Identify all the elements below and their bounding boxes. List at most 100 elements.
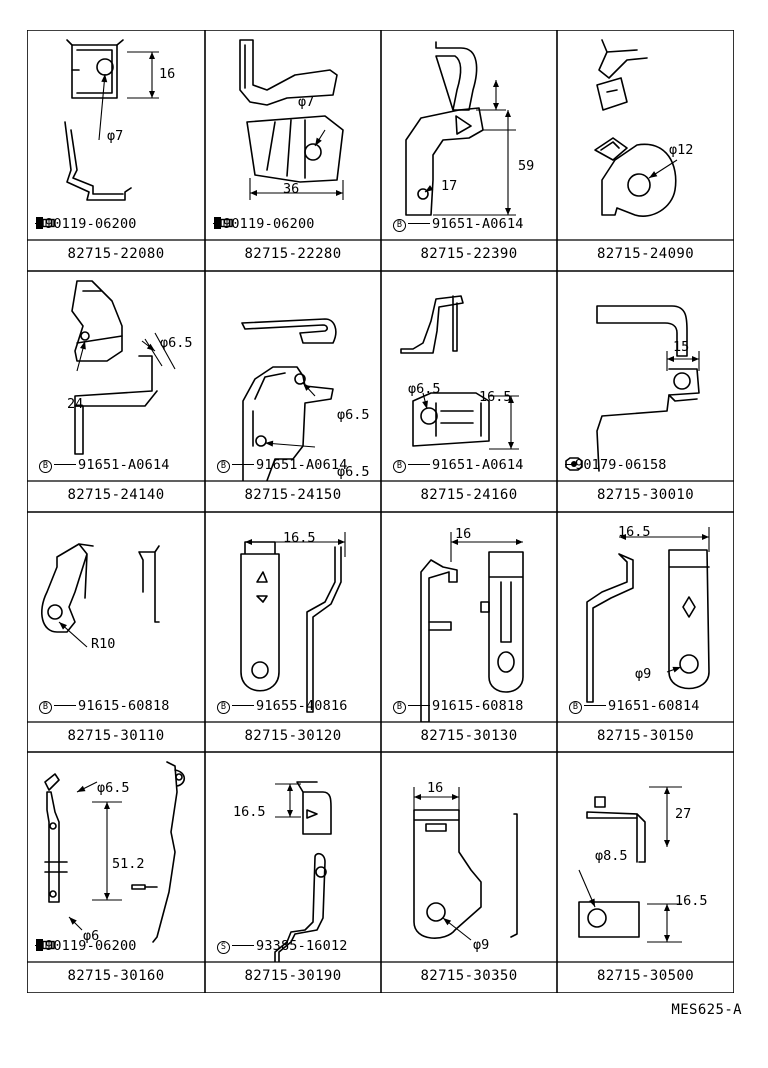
dimension-label: R10	[91, 636, 116, 652]
fastener-number: 90119-06200	[223, 216, 315, 232]
dimension-label: 16	[159, 66, 176, 82]
bracket-drawing	[413, 787, 518, 941]
part-number: 82715-30130	[420, 728, 518, 744]
dimension-label: φ6.5	[408, 381, 441, 397]
fastener-number: 91655-40816	[256, 698, 348, 714]
fastener-number: 91651-A0614	[432, 216, 524, 232]
bracket-drawing	[239, 39, 344, 200]
leader-line	[408, 705, 430, 706]
bracket-drawing	[64, 39, 159, 201]
fastener-number: 93385-16012	[256, 938, 348, 954]
part-number: 82715-24160	[420, 487, 518, 503]
s-symbol-icon: S	[217, 941, 230, 954]
fastener-callout: 90119-06200	[35, 938, 137, 954]
dimension-label: 15	[673, 339, 690, 355]
bolt-icon	[214, 217, 233, 229]
b-symbol-icon: B	[393, 219, 406, 232]
leader-line	[232, 945, 254, 946]
bracket-drawing	[71, 280, 176, 455]
leader-line	[408, 223, 430, 224]
part-number: 82715-24150	[244, 487, 342, 503]
fastener-callout: B 91651-A0614	[217, 457, 348, 473]
part-number: 82715-24140	[67, 487, 165, 503]
fastener-number: 90119-06200	[45, 938, 137, 954]
bracket-drawing	[594, 39, 678, 217]
leader-line	[54, 705, 76, 706]
leader-line	[54, 464, 76, 465]
fastener-number: 91615-60818	[432, 698, 524, 714]
dimension-label: φ6.5	[97, 780, 130, 796]
bracket-drawing	[400, 295, 519, 450]
part-number: 82715-30010	[596, 487, 695, 503]
b-symbol-icon: B	[393, 701, 406, 714]
fastener-number: 91615-60818	[78, 698, 170, 714]
part-number: 82715-22080	[67, 246, 165, 262]
dimension-label: 24	[67, 396, 84, 412]
part-number: 82715-30190	[244, 968, 342, 984]
leader-line	[232, 464, 254, 465]
bracket-drawing	[274, 781, 332, 962]
part-number: 82715-30500	[596, 968, 695, 984]
fastener-number: 91651-A0614	[432, 457, 524, 473]
dimension-label: φ6.5	[160, 335, 193, 351]
dimension-label: 51.2	[112, 856, 145, 872]
fastener-number: 90119-06200	[45, 216, 137, 232]
bracket-drawing	[405, 41, 516, 216]
dimension-label: φ6	[83, 928, 100, 944]
dimension-label: 16	[455, 526, 472, 542]
leader-line	[584, 705, 606, 706]
bracket-drawing	[44, 761, 186, 943]
dimension-label: 16.5	[618, 524, 651, 540]
part-number: 82715-22390	[420, 246, 518, 262]
dimension-label: φ6.5	[337, 407, 370, 423]
fastener-callout: 90179-06158	[565, 457, 667, 473]
dimension-label: 16.5	[283, 530, 316, 546]
bracket-drawing	[578, 786, 682, 943]
bracket-drawing	[241, 318, 337, 481]
dimension-label: φ8.5	[595, 848, 628, 864]
part-cell: 16 φ9 82715-30350	[381, 752, 557, 993]
document-code: MES625-A	[671, 1002, 742, 1018]
fastener-number: 91651-60814	[608, 698, 700, 714]
dimension-label: φ12	[669, 142, 694, 158]
dimension-label: 16	[427, 780, 444, 796]
part-number: 82715-30160	[67, 968, 165, 984]
part-number: 82715-22280	[244, 246, 342, 262]
dimension-label: φ9	[635, 666, 652, 682]
part-number: 82715-30150	[596, 728, 695, 744]
fastener-callout: S 93385-16012	[217, 938, 348, 954]
fastener-callout: B 91615-60818	[393, 698, 524, 714]
leader-line	[565, 464, 573, 465]
dimension-label: 59	[518, 158, 535, 174]
bolt-icon	[36, 939, 55, 951]
fastener-number: 91651-A0614	[256, 457, 348, 473]
dimension-label: 17	[441, 178, 458, 194]
b-symbol-icon: B	[39, 460, 52, 473]
dimension-label: φ7	[298, 94, 315, 110]
fastener-number: 90179-06158	[575, 457, 667, 473]
dimension-label: φ9	[473, 937, 490, 953]
nut-icon	[565, 457, 583, 471]
fastener-callout: 90119-06200	[213, 216, 315, 232]
dimension-label: 16.5	[479, 389, 512, 405]
dimension-label: 16.5	[675, 893, 708, 909]
b-symbol-icon: B	[217, 460, 230, 473]
fastener-callout: 90119-06200	[35, 216, 137, 232]
bracket-drawing	[596, 305, 700, 472]
bracket-drawing	[41, 543, 160, 648]
part-cell: 15 90179-06158 82715-30010	[557, 271, 734, 512]
part-number: 82715-30350	[420, 968, 518, 984]
part-number: 82715-30120	[244, 728, 342, 744]
bracket-drawing	[240, 532, 346, 713]
bracket-drawing	[586, 527, 710, 703]
